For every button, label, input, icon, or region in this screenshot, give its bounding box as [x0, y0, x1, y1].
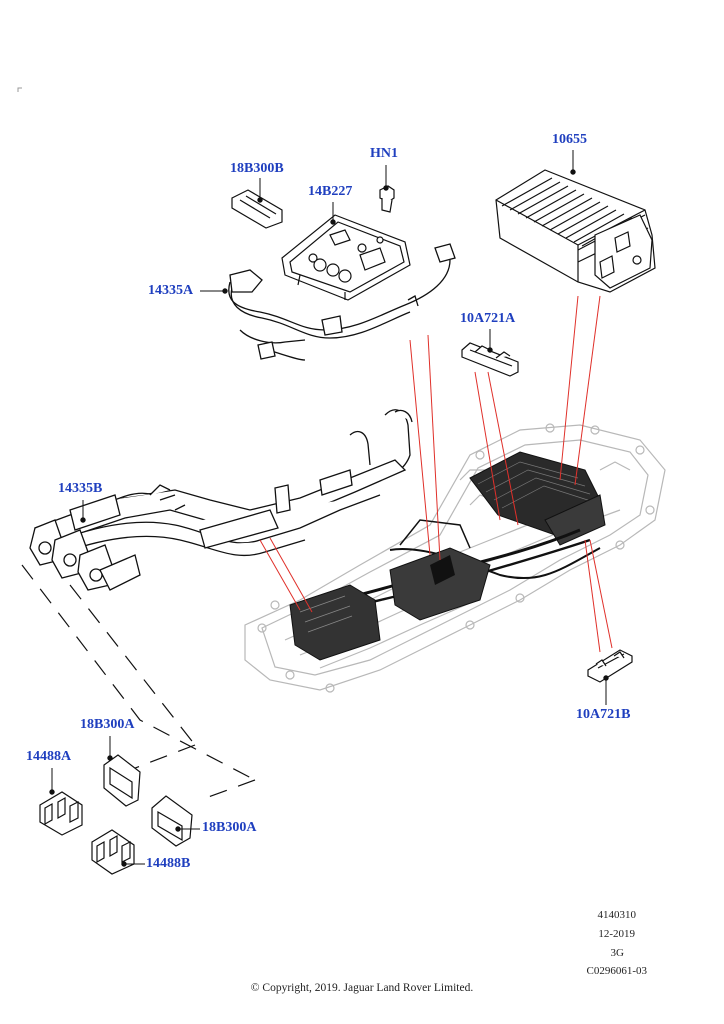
copyright-notice: © Copyright, 2019. Jaguar Land Rover Lim… [250, 982, 474, 994]
section-code: 3G [610, 947, 624, 959]
nut-hn1 [379, 185, 395, 213]
callout-leaders [49, 150, 609, 867]
callout-14335a[interactable]: 14335A [148, 283, 194, 298]
callout-hn1[interactable]: HN1 [370, 146, 398, 161]
ref-number: 4140310 [597, 909, 637, 921]
callout-18b300a-right[interactable]: 18B300A [202, 820, 257, 835]
battery-tray-ghost [244, 423, 666, 693]
callout-10a721b[interactable]: 10A721B [576, 707, 631, 722]
diagram-code: C0296061-03 [586, 965, 648, 977]
converter-10655 [495, 169, 656, 293]
callout-18b300b[interactable]: 18B300B [230, 161, 284, 176]
callout-18b300a-top[interactable]: 18B300A [80, 717, 135, 732]
harness-14335b [29, 409, 413, 591]
dashed-guides [21, 564, 256, 801]
callout-14488a[interactable]: 14488A [26, 749, 72, 764]
cover-18b300b [231, 189, 283, 229]
clip-10a721b [587, 649, 633, 683]
harness-14335a [228, 243, 456, 361]
callout-14335b[interactable]: 14335B [58, 481, 103, 496]
clip-10a721a [461, 342, 519, 377]
diagram-date: 12-2019 [598, 928, 635, 940]
red-leaders [259, 295, 613, 653]
callout-10a721a[interactable]: 10A721A [460, 311, 516, 326]
module-14b227 [281, 214, 411, 301]
tray-components [289, 451, 606, 661]
corner-mark [17, 87, 22, 92]
callout-10655[interactable]: 10655 [552, 132, 587, 147]
callout-14488b[interactable]: 14488B [146, 856, 191, 871]
callout-14b227[interactable]: 14B227 [308, 184, 353, 199]
